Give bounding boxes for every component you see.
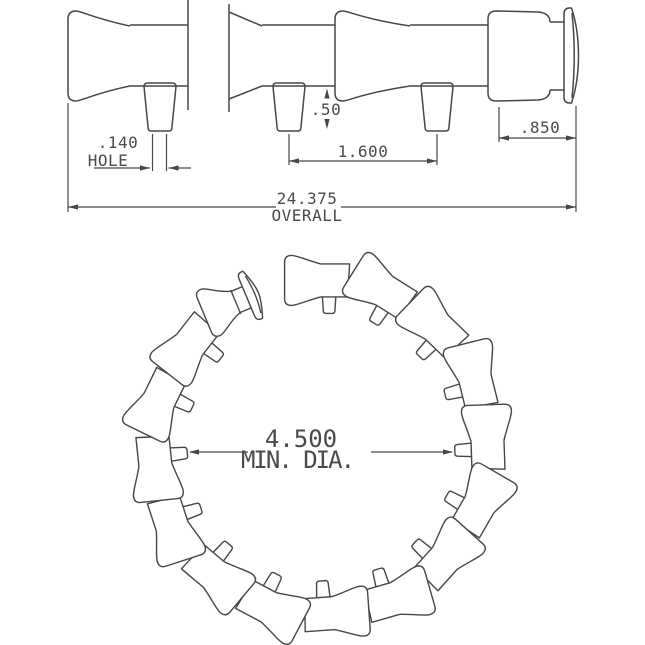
ring-ball xyxy=(155,520,207,568)
ring-end-cap xyxy=(195,270,264,337)
ball-segment-1 xyxy=(67,10,131,102)
ring-ball-fill xyxy=(465,462,518,513)
flange-disc xyxy=(563,7,580,104)
ring-segment xyxy=(132,435,189,504)
ring-ball-fill xyxy=(122,393,174,443)
ring-ball-fill xyxy=(150,334,203,387)
ring-segment xyxy=(341,251,419,326)
ring-ball xyxy=(432,516,487,570)
ring-ball xyxy=(331,585,371,637)
ring-ball xyxy=(132,462,185,504)
ring-segment xyxy=(363,565,436,624)
dim-overall-value: 24.375 xyxy=(277,189,338,208)
ring-ball-fill xyxy=(284,255,321,306)
dim-tab-height: .50 xyxy=(311,100,341,119)
ring-segment xyxy=(180,540,257,616)
end-cap-assembly xyxy=(487,7,580,104)
segment-body-lines xyxy=(130,24,488,87)
ring-segment xyxy=(394,285,470,361)
ball-segment-cut xyxy=(228,11,263,100)
ring-ball-fill xyxy=(203,562,256,615)
ring-segment xyxy=(146,494,207,568)
ring-segment xyxy=(149,311,225,387)
cap-neck xyxy=(230,286,252,314)
ring-ball-fill xyxy=(443,338,493,383)
ring-segment xyxy=(444,462,518,539)
extension-lines xyxy=(67,103,577,212)
ring-ball-fill xyxy=(395,286,448,339)
ring-ball-fill xyxy=(461,404,512,442)
ring-ball xyxy=(260,592,312,645)
ring-ball xyxy=(390,565,436,616)
ring-ball-fill xyxy=(133,463,184,503)
ring-segment xyxy=(442,337,499,410)
ball-segment-2 xyxy=(334,10,411,102)
flange-face-arc xyxy=(571,12,575,99)
cap-flange-face-arc xyxy=(244,275,262,314)
dim-overall-label: OVERALL xyxy=(272,206,343,225)
ring-ball xyxy=(283,254,321,307)
ring-view: 4.500 MIN. DIA. xyxy=(121,251,518,645)
ring-ball-fill xyxy=(390,566,436,616)
dim-hole-label: HOLE xyxy=(88,151,129,170)
dim-pitch: 1.600 xyxy=(338,142,389,161)
ring-ball-fill xyxy=(342,252,393,305)
neck-lines xyxy=(550,21,564,91)
cap-step-line xyxy=(230,289,242,315)
ring-ball xyxy=(442,337,494,383)
cap-ball xyxy=(195,288,241,337)
ring-ball xyxy=(464,462,518,514)
linear-view: .140 HOLE .50 1.600 .850 24.375 OVERALL xyxy=(67,0,580,225)
ring-segment xyxy=(304,579,371,637)
ring-ball xyxy=(149,334,204,387)
ring-ball-fill xyxy=(156,521,206,567)
ring-ball-fill xyxy=(261,592,311,645)
cap-flange xyxy=(237,270,264,321)
tab-3 xyxy=(420,82,454,132)
ring-ball xyxy=(341,251,394,306)
ring-ball-fill xyxy=(432,517,486,570)
ring-segment xyxy=(283,254,351,315)
ring-segment xyxy=(453,403,513,470)
dim-min-diameter-value: 4.500 xyxy=(265,425,337,453)
ring-ball xyxy=(203,561,257,616)
ring-tab xyxy=(321,291,337,315)
dim-endcap: .850 xyxy=(520,118,561,137)
arrowheads xyxy=(68,88,576,210)
ring-ball xyxy=(121,392,175,443)
ring-segments xyxy=(121,251,518,645)
dim-hole-value: .140 xyxy=(98,133,139,152)
ring-ball xyxy=(460,403,513,442)
tab-2 xyxy=(272,82,306,132)
ring-arrowheads xyxy=(189,449,453,455)
tab-1 xyxy=(143,82,177,132)
ring-segment xyxy=(121,366,195,443)
ring-ball xyxy=(394,285,449,340)
dim-min-diameter-label: MIN. DIA. xyxy=(241,446,353,474)
ring-ball-fill xyxy=(331,586,371,637)
